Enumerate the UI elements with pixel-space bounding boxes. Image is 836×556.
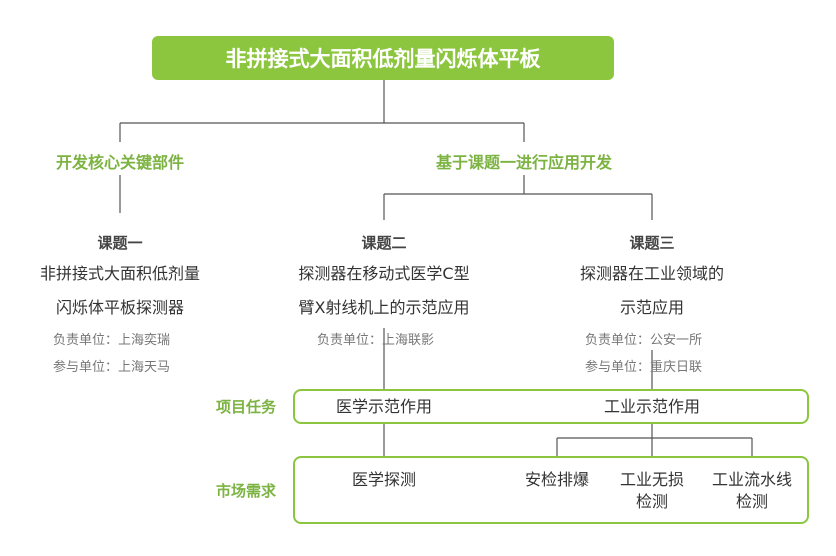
unit-label: 参与单位： xyxy=(585,360,651,375)
unit-label: 负责单位： xyxy=(317,333,383,348)
unit-label: 参与单位： xyxy=(53,360,119,375)
topic1-title: 课题一 xyxy=(97,234,143,252)
topic3-desc: 探测器在工业领域的 示范应用 xyxy=(532,257,772,325)
unit-value: 上海天马 xyxy=(118,360,171,375)
topic1-desc-line-1: 非拼接式大面积低剂量 xyxy=(39,264,200,283)
market-assembly-line-detection: 工业流水线 检测 xyxy=(711,470,792,511)
topic2-desc-line-1: 探测器在移动式医学C型 xyxy=(298,264,470,283)
topic1-desc-line-2: 闪烁体平板探测器 xyxy=(55,298,184,317)
market-demand-label: 市场需求 xyxy=(216,482,277,500)
market-security-inspection: 安检排爆 xyxy=(524,470,589,489)
topic3-title: 课题三 xyxy=(629,234,675,252)
project-tasks-label: 项目任务 xyxy=(216,398,277,416)
unit-label: 负责单位： xyxy=(53,333,119,348)
unit-value: 重庆日联 xyxy=(650,360,703,375)
topic1-unit-lead: 负责单位：上海奕瑞 xyxy=(53,329,170,348)
topic3-desc-line-1: 探测器在工业领域的 xyxy=(579,264,724,283)
branch-right-label: 基于课题一进行应用开发 xyxy=(435,153,612,172)
branch-left-label: 开发核心关键部件 xyxy=(55,153,184,172)
unit-value: 上海联影 xyxy=(382,333,435,348)
topic1-unit-partner: 参与单位：上海天马 xyxy=(53,356,170,375)
market-medical-detection: 医学探测 xyxy=(351,470,416,489)
market-industrial-ndt: 工业无损 检测 xyxy=(619,470,684,511)
diagram-title: 非拼接式大面积低剂量闪烁体平板 xyxy=(225,47,541,71)
topic3-unit-lead: 负责单位：公安一所 xyxy=(585,329,702,348)
topic2-title: 课题二 xyxy=(361,234,407,252)
market-demand-box xyxy=(293,456,809,524)
task-industrial: 工业示范作用 xyxy=(603,397,700,416)
topic2-desc: 探测器在移动式医学C型 臂X射线机上的示范应用 xyxy=(264,257,504,325)
title-box: 非拼接式大面积低剂量闪烁体平板 xyxy=(152,36,614,80)
topic1-desc: 非拼接式大面积低剂量 闪烁体平板探测器 xyxy=(0,257,240,325)
topic2-unit-lead: 负责单位：上海联影 xyxy=(317,329,434,348)
unit-value: 上海奕瑞 xyxy=(118,333,171,348)
topic2-desc-line-2: 臂X射线机上的示范应用 xyxy=(298,298,470,317)
topic3-unit-partner: 参与单位：重庆日联 xyxy=(585,356,702,375)
task-medical: 医学示范作用 xyxy=(335,397,432,416)
unit-label: 负责单位： xyxy=(585,333,651,348)
topic3-desc-line-2: 示范应用 xyxy=(619,298,684,317)
unit-value: 公安一所 xyxy=(650,333,703,348)
project-tasks-box xyxy=(293,389,809,424)
